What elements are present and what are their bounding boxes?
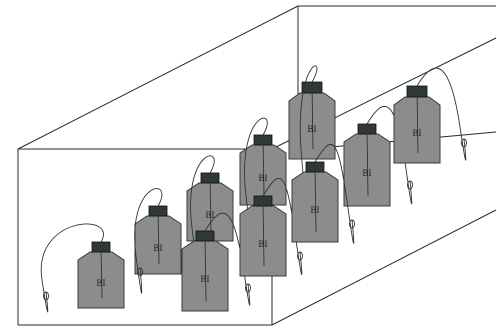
bottle: BI — [135, 189, 181, 294]
bottle-label: BI — [413, 128, 422, 138]
bottle-label: BI — [308, 124, 317, 134]
top-left-rail — [18, 6, 298, 149]
bottle-array: BI BI BI BI BI BI BI BI BI BI — [41, 66, 466, 312]
bottle-label: BI — [259, 173, 268, 183]
bottle: BI — [394, 68, 467, 163]
bottle-label: BI — [363, 168, 372, 178]
bottle-label: BI — [259, 239, 268, 249]
bottle-label: BI — [154, 243, 163, 253]
bottle-label: BI — [206, 210, 215, 220]
bottle: BI — [41, 224, 124, 312]
bottle-label: BI — [201, 274, 210, 284]
bottle-label: BI — [97, 278, 106, 288]
bottle-label: BI — [311, 205, 320, 215]
